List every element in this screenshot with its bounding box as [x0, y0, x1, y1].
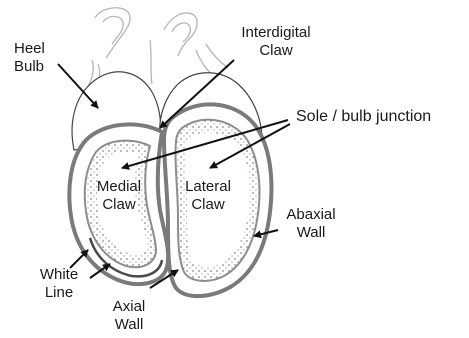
label-medial-claw: Medial Claw — [88, 178, 150, 214]
label-white-line: White Line — [34, 266, 84, 302]
label-axial-wall: Axial Wall — [104, 298, 154, 334]
label-sole-bulb-junction: Sole / bulb junction — [296, 108, 431, 126]
label-heel-bulb: Heel Bulb — [14, 40, 45, 76]
label-abaxial-wall: Abaxial Wall — [276, 206, 346, 242]
label-interdigital-claw: Interdigital Claw — [228, 24, 324, 60]
label-lateral-claw: Lateral Claw — [176, 178, 240, 214]
